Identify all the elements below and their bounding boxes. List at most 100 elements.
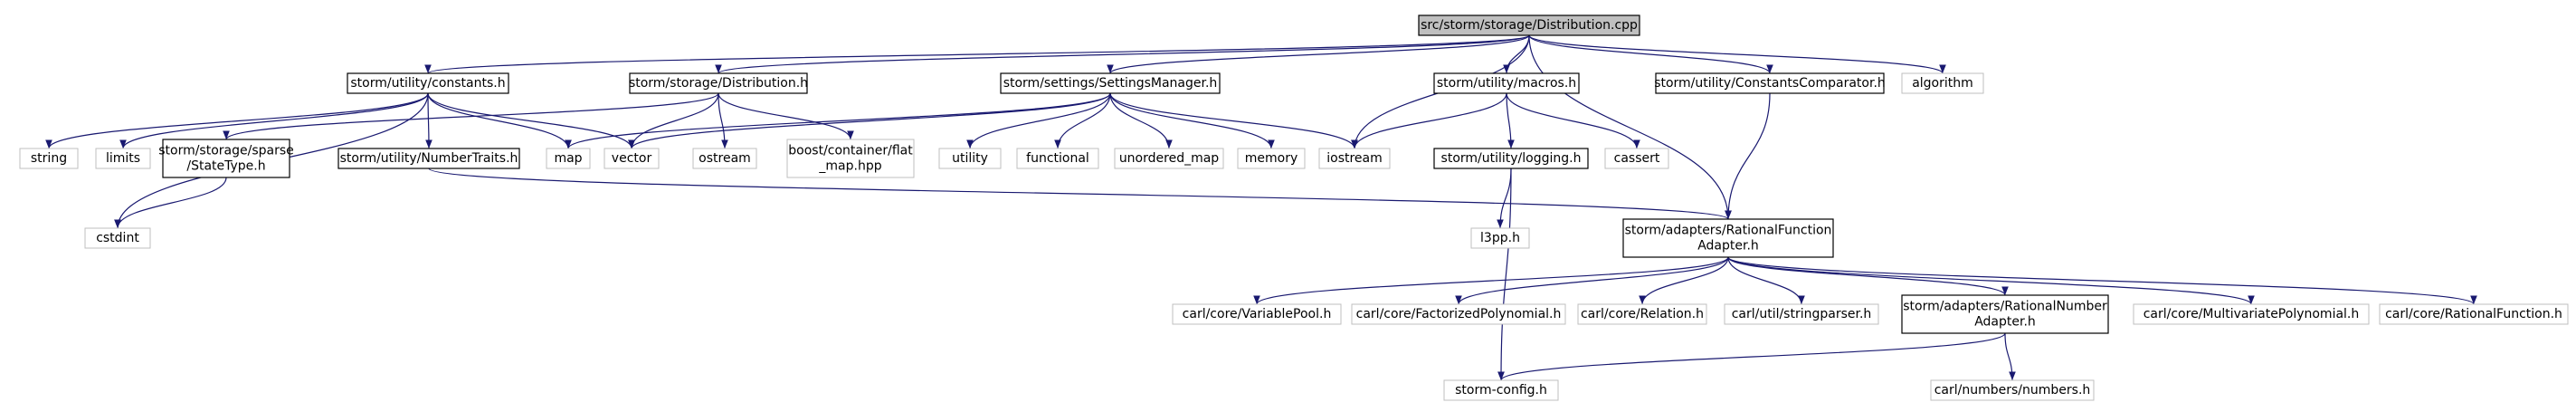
node-root[interactable]: src/storm/storage/Distribution.cpp bbox=[1418, 14, 1640, 36]
node-label-settings: storm/settings/SettingsManager.h bbox=[1003, 76, 1218, 91]
node-relation: carl/core/Relation.h bbox=[1577, 303, 1707, 325]
node-factpoly: carl/core/FactorizedPolynomial.h bbox=[1351, 303, 1566, 325]
edge-rnadapter-to-numbers bbox=[2004, 332, 2016, 381]
node-box-ratfunc bbox=[2379, 303, 2569, 325]
node-statetype[interactable]: storm/storage/sparse/StateType.h bbox=[158, 139, 294, 178]
node-label-map: map bbox=[554, 151, 582, 166]
edge-settings-to-utility bbox=[966, 92, 1111, 149]
node-box-numbertraits bbox=[337, 148, 520, 169]
edge-logging-to-stormconfig bbox=[1497, 168, 1512, 381]
edge-settings-to-unordered_map bbox=[1109, 92, 1173, 149]
node-cstdint: cstdint bbox=[84, 227, 151, 249]
edge-rfadapter-to-factpoly bbox=[1455, 256, 1729, 305]
node-label-cstdint: cstdint bbox=[96, 231, 139, 245]
node-utility: utility bbox=[938, 148, 1002, 169]
edge-rnadapter-to-stormconfig bbox=[1497, 332, 2006, 381]
node-box-root bbox=[1418, 14, 1640, 36]
node-comparator[interactable]: storm/utility/ConstantsComparator.h bbox=[1654, 72, 1886, 94]
edge-rfadapter-to-varpool bbox=[1253, 256, 1729, 305]
node-algorithm: algorithm bbox=[1901, 72, 1984, 94]
node-box-cassert bbox=[1604, 148, 1669, 169]
node-label-stringparser: carl/util/stringparser.h bbox=[1732, 307, 1872, 321]
node-cassert: cassert bbox=[1604, 148, 1669, 169]
node-box-unordered_map bbox=[1114, 148, 1224, 169]
node-box-logging bbox=[1433, 148, 1589, 169]
edge-rfadapter-to-ratfunc bbox=[1727, 256, 2477, 305]
node-multipoly: carl/core/MultivariatePolynomial.h bbox=[2133, 303, 2370, 325]
node-box-settings bbox=[1000, 72, 1221, 94]
node-settings[interactable]: storm/settings/SettingsManager.h bbox=[1000, 72, 1221, 94]
edge-constants-to-map bbox=[427, 92, 572, 149]
node-label-string: string bbox=[31, 151, 67, 166]
edge-constants-to-vector bbox=[427, 92, 635, 149]
edges-layer bbox=[45, 34, 2477, 381]
edge-settings-to-vector bbox=[628, 92, 1111, 149]
nodes-layer: src/storm/storage/Distribution.cpp storm/… bbox=[19, 14, 2569, 401]
node-box-flatmap bbox=[786, 139, 915, 178]
node-limits: limits bbox=[95, 148, 151, 169]
node-box-utility bbox=[938, 148, 1002, 169]
node-box-limits bbox=[95, 148, 151, 169]
edge-root-to-macros bbox=[1503, 34, 1530, 74]
edge-settings-to-functional bbox=[1054, 92, 1111, 149]
node-box-stormconfig bbox=[1443, 379, 1559, 401]
edge-settings-to-map bbox=[565, 92, 1111, 149]
node-flatmap: boost/container/flat_map.hpp bbox=[786, 139, 915, 178]
node-box-ostream bbox=[692, 148, 757, 169]
edge-root-to-settings bbox=[1107, 34, 1530, 74]
edge-root-to-algorithm bbox=[1528, 34, 1946, 74]
node-label-numbers: carl/numbers/numbers.h bbox=[1934, 383, 2091, 398]
edge-root-to-constants bbox=[424, 34, 1530, 74]
node-string: string bbox=[19, 148, 79, 169]
node-label-statetype-line1: storm/storage/sparse bbox=[158, 144, 294, 158]
node-label-limits: limits bbox=[106, 151, 140, 166]
edge-root-to-rfadapter bbox=[1528, 34, 1732, 220]
node-label-l3pp: l3pp.h bbox=[1480, 231, 1520, 245]
edge-constants-to-string bbox=[45, 92, 429, 149]
node-box-macros bbox=[1433, 72, 1580, 94]
node-varpool: carl/core/VariablePool.h bbox=[1172, 303, 1342, 325]
node-label-macros: storm/utility/macros.h bbox=[1437, 76, 1576, 91]
node-numbertraits[interactable]: storm/utility/NumberTraits.h bbox=[337, 148, 520, 169]
edge-distribution-to-ostream bbox=[718, 92, 728, 149]
node-label-multipoly: carl/core/MultivariatePolynomial.h bbox=[2143, 307, 2360, 321]
node-label-unordered_map: unordered_map bbox=[1119, 151, 1219, 166]
node-label-rfadapter-line1: storm/adapters/RationalFunction bbox=[1625, 224, 1832, 238]
node-numbers: carl/numbers/numbers.h bbox=[1930, 379, 2095, 401]
node-box-memory bbox=[1237, 148, 1306, 169]
node-unordered_map: unordered_map bbox=[1114, 148, 1224, 169]
edge-statetype-to-cstdint bbox=[114, 177, 227, 229]
edge-root-to-comparator bbox=[1528, 34, 1773, 74]
edge-numbertraits-to-rfadapter bbox=[428, 168, 1732, 220]
node-memory: memory bbox=[1237, 148, 1306, 169]
node-l3pp: l3pp.h bbox=[1470, 227, 1530, 249]
node-box-cstdint bbox=[84, 227, 151, 249]
node-label-root: src/storm/storage/Distribution.cpp bbox=[1421, 18, 1638, 33]
edge-settings-to-memory bbox=[1109, 92, 1275, 149]
node-box-distribution bbox=[629, 72, 808, 94]
node-distribution[interactable]: storm/storage/Distribution.h bbox=[629, 72, 808, 94]
node-box-multipoly bbox=[2133, 303, 2370, 325]
node-logging[interactable]: storm/utility/logging.h bbox=[1433, 148, 1589, 169]
node-box-varpool bbox=[1172, 303, 1342, 325]
edge-logging-to-l3pp bbox=[1497, 168, 1512, 229]
node-label-rfadapter-line2: Adapter.h bbox=[1697, 239, 1759, 254]
node-box-rnadapter bbox=[1901, 294, 2109, 334]
node-label-ostream: ostream bbox=[699, 151, 751, 166]
node-macros[interactable]: storm/utility/macros.h bbox=[1433, 72, 1580, 94]
node-box-factpoly bbox=[1351, 303, 1566, 325]
node-label-vector: vector bbox=[612, 151, 652, 166]
node-constants[interactable]: storm/utility/constants.h bbox=[347, 72, 509, 94]
edge-rfadapter-to-stringparser bbox=[1727, 256, 1805, 305]
node-ostream: ostream bbox=[692, 148, 757, 169]
node-label-utility: utility bbox=[952, 151, 988, 166]
edge-root-to-distribution bbox=[715, 34, 1530, 74]
node-label-algorithm: algorithm bbox=[1912, 76, 1973, 91]
node-vector: vector bbox=[604, 148, 660, 169]
node-label-varpool: carl/core/VariablePool.h bbox=[1183, 307, 1332, 321]
node-box-statetype bbox=[162, 139, 290, 178]
node-box-iostream bbox=[1318, 148, 1391, 169]
edge-macros-to-logging bbox=[1506, 92, 1515, 149]
